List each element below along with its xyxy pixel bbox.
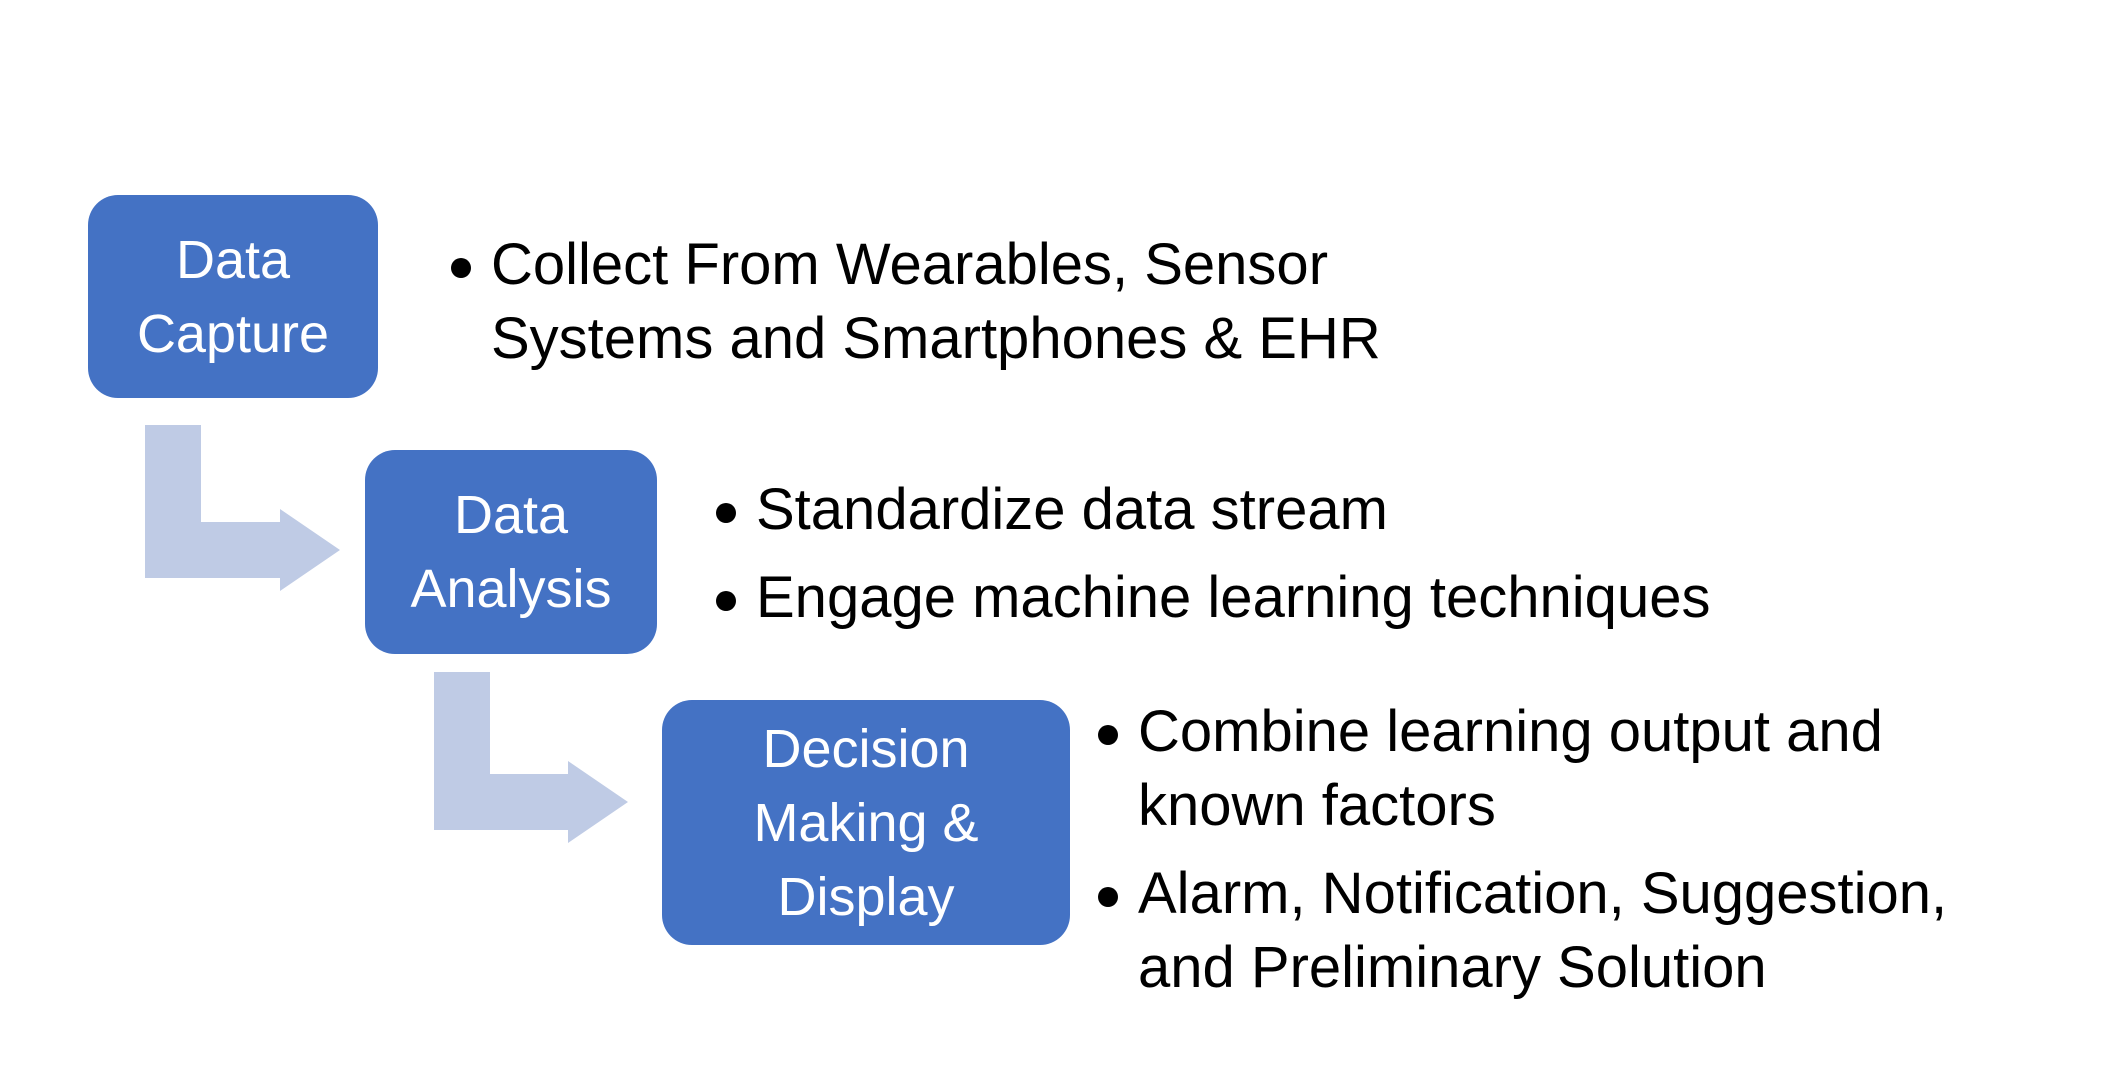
bullet-line: Collect From Wearables, Sensor [491,232,1329,297]
step-label-line: Data [175,229,291,290]
bullet-list-decision-making-display: Combine learning output and known factor… [1094,695,1947,1005]
step-box-data-analysis: Data Analysis [365,450,657,654]
bullet-item: Alarm, Notification, Suggestion, and Pre… [1094,857,1947,1005]
bullet-item: Standardize data stream [712,473,1710,547]
bullet-list-data-capture: Collect From Wearables, Sensor Systems a… [447,228,1381,376]
bullet-line: Combine learning output and [1138,699,1883,764]
bullet-line: Systems and Smartphones & EHR [491,306,1381,371]
step-box-decision-making-display: Decision Making & Display [662,700,1070,945]
bullet-line: and Preliminary Solution [1138,935,1767,1000]
bent-arrow-icon [145,425,340,591]
bullet-line: Alarm, Notification, Suggestion, [1138,861,1948,926]
bent-arrow-icon [434,672,628,843]
bullet-list-data-analysis: Standardize data stream Engage machine l… [712,473,1710,635]
bullet-item: Combine learning output and known factor… [1094,695,1947,843]
step-label-line: Capture [136,303,330,364]
step-label-line: Data [453,485,569,545]
step-label-line: Display [777,866,955,927]
bullet-line: Standardize data stream [756,477,1388,542]
bullet-item: Engage machine learning techniques [712,561,1710,635]
step-box-data-capture: Data Capture [88,195,378,398]
step-label-line: Analysis [410,559,612,619]
bullet-line: known factors [1138,773,1496,838]
bullet-line: Engage machine learning techniques [756,565,1711,630]
bullet-item: Collect From Wearables, Sensor Systems a… [447,228,1381,376]
step-label-line: Decision [762,718,970,779]
step-label-line: Making & [753,792,979,853]
